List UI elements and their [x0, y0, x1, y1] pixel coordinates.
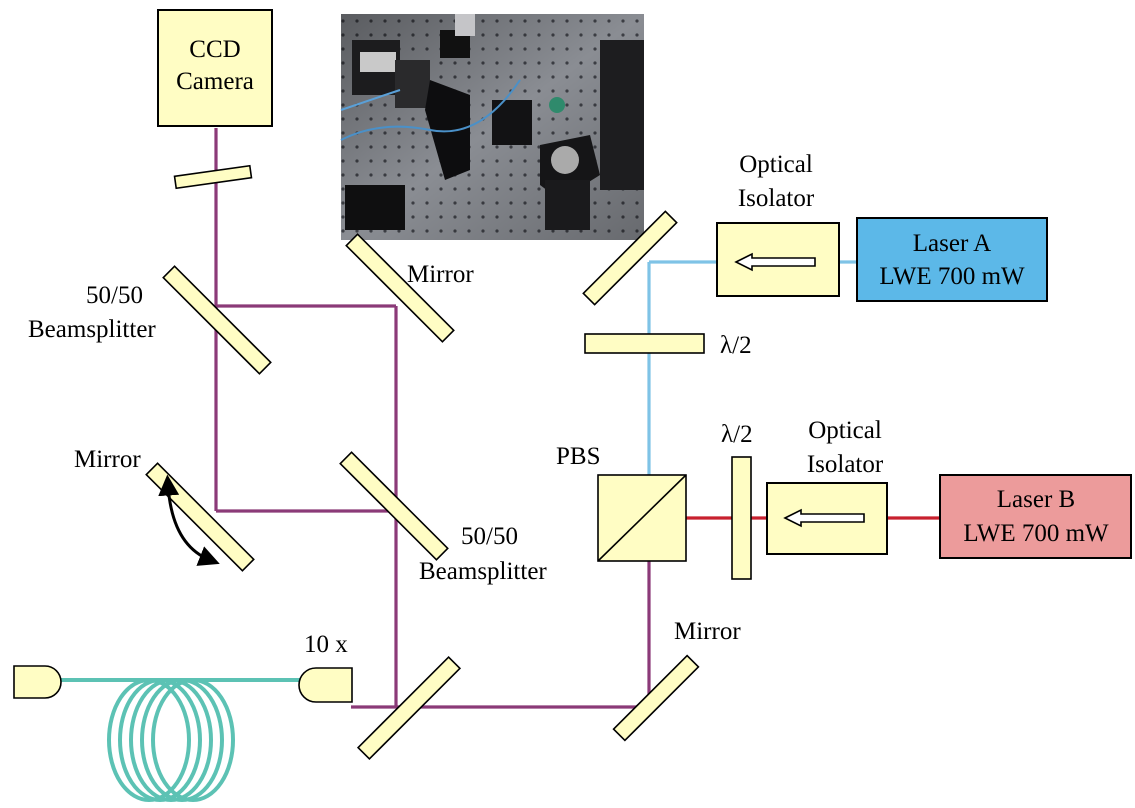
fiber-end-left-icon	[13, 665, 62, 699]
camera-filter-plate	[173, 164, 253, 190]
beamsplitter-middle-label: 50/50	[461, 523, 518, 550]
beamsplitter-top-label-2: Beamsplitter	[28, 316, 156, 343]
mirror-laser-a	[582, 210, 678, 306]
fiber-coil	[60, 678, 300, 802]
laser-a-label: Laser A	[913, 230, 991, 257]
isolator-bottom-label: Optical	[808, 417, 882, 444]
polarizing-beamsplitter-cube	[597, 474, 687, 562]
ccd-camera-label-2: Camera	[176, 68, 254, 95]
mirror-bottom-label: Mirror	[674, 618, 741, 645]
halfwave-plate-bottom	[731, 456, 752, 580]
fiber-coupler-objective-icon	[298, 667, 353, 703]
halfwave-top-label: λ/2	[720, 332, 752, 359]
beamsplitter-top	[162, 265, 272, 375]
laser-b-box	[939, 474, 1132, 559]
mirror-top-label: Mirror	[407, 261, 474, 288]
laser-a-label-2: LWE 700 mW	[879, 263, 1025, 290]
optical-isolator-top	[716, 222, 840, 297]
optical-table-photo	[340, 14, 644, 240]
optical-isolator-bottom	[766, 482, 888, 555]
isolator-top-label-2: Isolator	[738, 185, 815, 212]
ccd-camera-box	[157, 9, 273, 127]
mirror-top-right	[345, 233, 455, 343]
rotation-arrow-icon	[158, 474, 220, 566]
mirror-left-label: Mirror	[74, 446, 141, 473]
laser-b-label: Laser B	[997, 486, 1075, 513]
laser-a-box	[856, 217, 1048, 302]
beamsplitter-middle	[339, 451, 449, 561]
mirror-bottom-left	[356, 655, 462, 761]
beamsplitter-top-label: 50/50	[86, 282, 143, 309]
halfwave-plate-top	[584, 333, 705, 354]
beamsplitter-middle-label-2: Beamsplitter	[419, 558, 547, 585]
isolator-top-label: Optical	[739, 151, 813, 178]
objective-label: 10 x	[304, 631, 348, 658]
halfwave-bottom-label: λ/2	[721, 421, 753, 448]
isolator-bottom-label-2: Isolator	[807, 451, 884, 478]
mirror-bottom-right	[612, 654, 700, 742]
pbs-label: PBS	[556, 443, 600, 470]
ccd-camera-label: CCD	[189, 36, 240, 63]
laser-b-label-2: LWE 700 mW	[963, 520, 1109, 547]
